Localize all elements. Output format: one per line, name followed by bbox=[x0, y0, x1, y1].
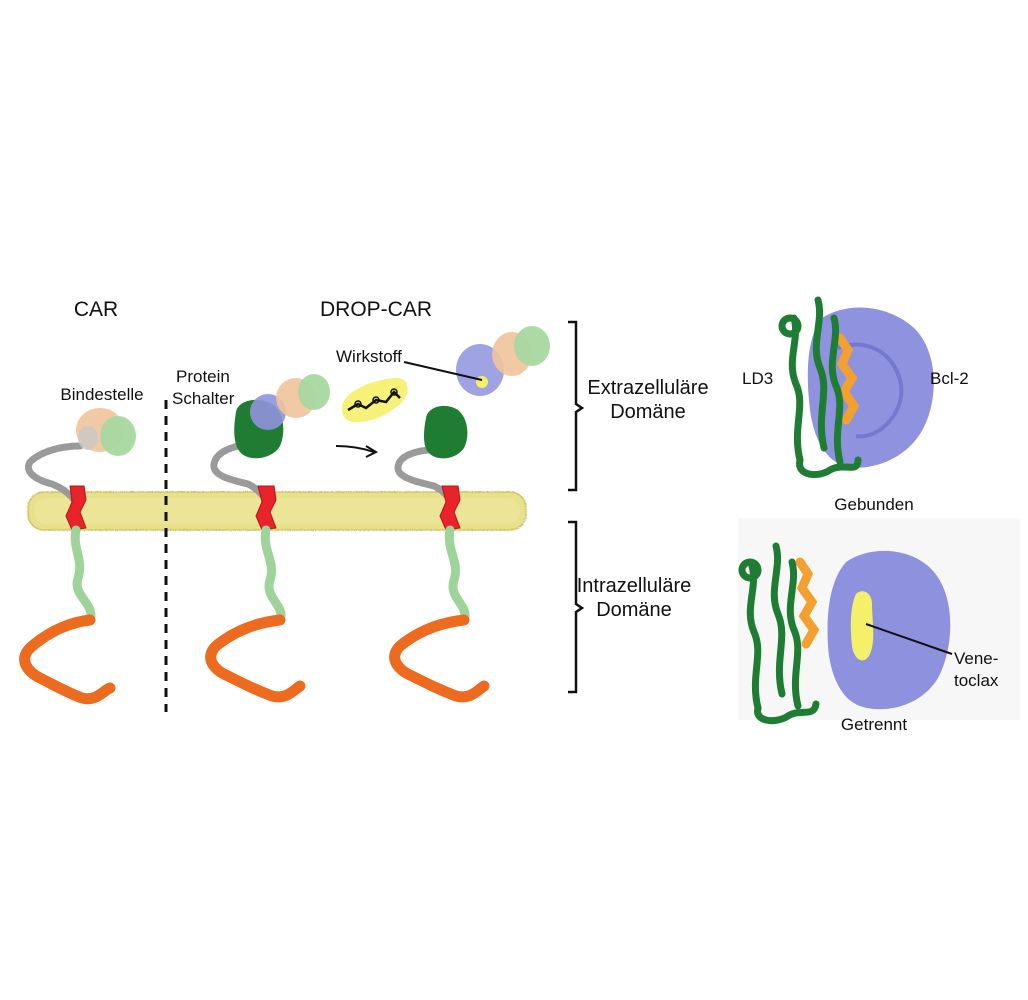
ld3-helices bbox=[778, 296, 862, 479]
intracellular-dark-chain bbox=[19, 614, 116, 705]
label-extracellular-line1: Extrazelluläre bbox=[587, 377, 708, 399]
ld3-helices bbox=[738, 542, 820, 725]
linker-chain bbox=[210, 440, 270, 504]
structure-bound bbox=[778, 296, 934, 479]
transmembrane-helix bbox=[439, 485, 461, 531]
venetoclax-pointer bbox=[865, 623, 953, 655]
structure-separated bbox=[738, 518, 1020, 725]
intracellular-dark-chain bbox=[389, 614, 490, 703]
label-drop-car: DROP-CAR bbox=[320, 298, 432, 321]
wirkstoff-pointer bbox=[403, 361, 483, 381]
label-venetoclax-line2: toclax bbox=[954, 671, 999, 690]
intracellular-light-chain bbox=[444, 525, 470, 625]
binding-site bbox=[276, 374, 330, 418]
intracellular-bracket bbox=[568, 520, 585, 694]
bound-peptide bbox=[835, 333, 860, 425]
label-intracellular-line1: Intrazelluläre bbox=[577, 575, 692, 597]
drop-car-receptor-released bbox=[389, 405, 490, 703]
intracellular-light-chain bbox=[70, 525, 96, 625]
label-gebunden: Gebunden bbox=[834, 495, 913, 514]
released-binder-complex bbox=[456, 326, 550, 396]
label-car: CAR bbox=[74, 298, 118, 321]
label-wirkstoff: Wirkstoff bbox=[336, 347, 402, 366]
label-ld3: LD3 bbox=[742, 369, 773, 388]
linker-chain bbox=[25, 442, 84, 504]
label-getrennt: Getrennt bbox=[841, 715, 907, 734]
bcl2-surface bbox=[827, 550, 951, 710]
transmembrane-helix bbox=[65, 485, 87, 531]
extracellular-bracket bbox=[568, 320, 585, 492]
label-bcl2: Bcl-2 bbox=[930, 369, 969, 388]
label-venetoclax-line1: Vene- bbox=[954, 649, 998, 668]
label-extracellular-line2: Domäne bbox=[610, 401, 686, 423]
separated-peptide bbox=[795, 557, 820, 649]
binding-site bbox=[76, 408, 136, 456]
label-schalter: Schalter bbox=[172, 389, 235, 408]
label-intracellular-line2: Domäne bbox=[596, 599, 672, 621]
label-protein: Protein bbox=[176, 367, 230, 386]
drug-molecule bbox=[341, 377, 408, 423]
intracellular-dark-chain bbox=[205, 614, 306, 703]
transmembrane-helix bbox=[255, 485, 277, 531]
reaction-arrow bbox=[335, 445, 379, 458]
intracellular-light-chain bbox=[260, 525, 286, 625]
venetoclax-site bbox=[850, 591, 874, 661]
car-receptor bbox=[19, 408, 136, 705]
ld3-domain bbox=[424, 405, 468, 459]
drop-car-receptor-bound bbox=[205, 374, 330, 703]
cell-membrane bbox=[27, 491, 527, 531]
label-bindestelle: Bindestelle bbox=[60, 385, 143, 404]
